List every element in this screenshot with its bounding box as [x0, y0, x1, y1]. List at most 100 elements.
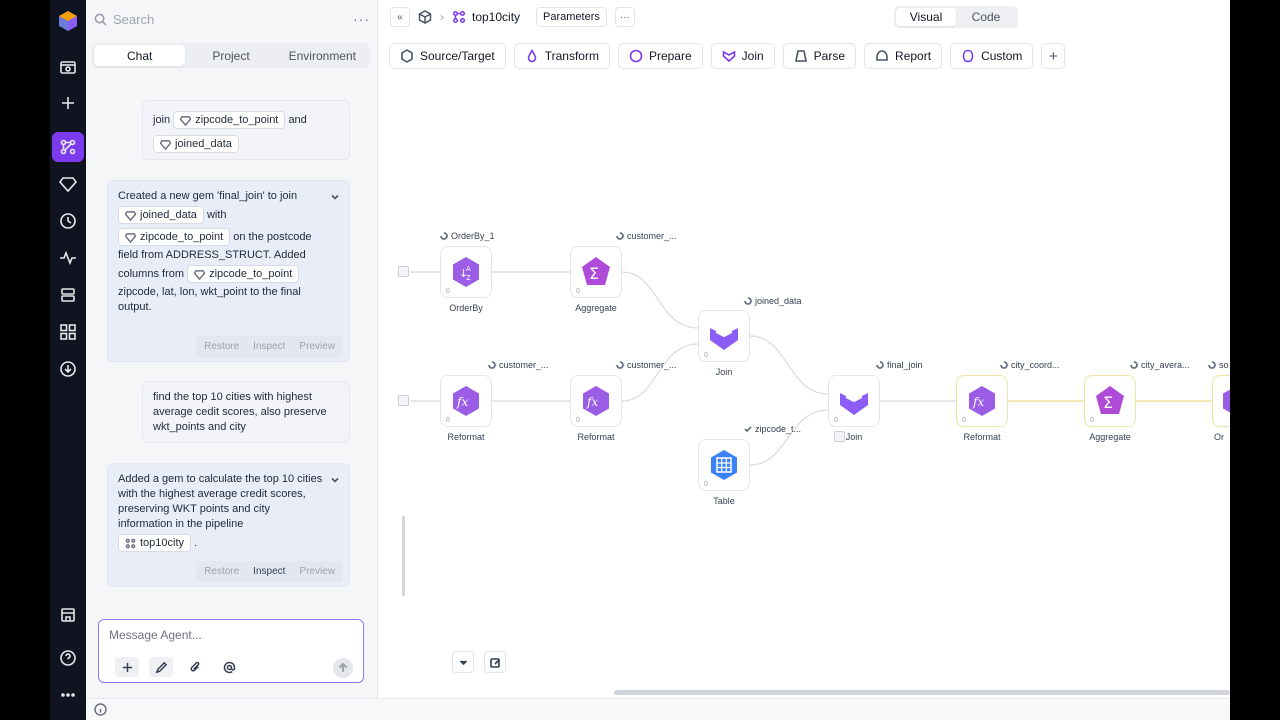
svg-text:Σ: Σ — [1103, 393, 1113, 412]
gem-chip[interactable]: zipcode_to_point — [118, 228, 231, 246]
gem-node-join[interactable]: 0 — [828, 375, 880, 427]
gem-node-orderby[interactable] — [1212, 375, 1230, 427]
database-icon[interactable] — [52, 280, 84, 310]
pipeline-chip[interactable]: top10city — [118, 534, 192, 552]
prepare-button[interactable]: Prepare — [617, 43, 703, 69]
collapse-chevron-icon[interactable] — [329, 191, 341, 203]
tab-code[interactable]: Code — [971, 10, 1001, 24]
help-icon[interactable] — [52, 643, 84, 673]
activity-icon[interactable] — [52, 243, 84, 273]
gem-node-reformat[interactable]: fx 0 — [570, 375, 622, 427]
loading-icon — [1130, 361, 1138, 369]
add-icon[interactable] — [52, 88, 84, 118]
collapse-chevron-icon[interactable] — [329, 474, 341, 486]
add-gem-button[interactable]: + — [1041, 43, 1066, 69]
node-label: Reformat — [447, 432, 485, 442]
gem-chip[interactable]: joined_data — [153, 135, 239, 153]
svg-text:fx: fx — [456, 395, 468, 409]
collapse-panel-button[interactable]: « — [390, 7, 410, 27]
agent-message: Created a new gem 'final_join' to join j… — [107, 180, 350, 362]
node-counter: 0 — [834, 417, 838, 424]
canvas-dropdown-button[interactable] — [452, 651, 474, 673]
mention-icon[interactable] — [217, 657, 241, 677]
pencil-icon[interactable] — [149, 657, 173, 677]
app-window: Search ··· Chat Project Environment join… — [50, 0, 1230, 720]
svg-text:fx: fx — [972, 395, 984, 409]
pipeline-name[interactable]: top10city — [472, 10, 521, 24]
gem-node-reformat[interactable]: fx 0 — [440, 375, 492, 427]
canvas-scrollbar[interactable] — [614, 690, 1230, 695]
custom-button[interactable]: Custom — [950, 43, 1034, 69]
restore-button[interactable]: Restore — [204, 341, 240, 352]
gem-node-aggregate[interactable]: Σ 0 — [570, 246, 622, 298]
more-icon[interactable] — [52, 680, 84, 710]
topbar-more-button[interactable]: ··· — [614, 7, 635, 27]
bell-icon — [794, 50, 807, 62]
gem-icon — [160, 139, 171, 150]
node-counter: 0 — [704, 481, 708, 488]
restore-button[interactable]: Restore — [204, 566, 240, 577]
tab-chat[interactable]: Chat — [94, 45, 186, 66]
message-text: on the — [233, 230, 264, 243]
gem-button-label: Join — [741, 49, 764, 63]
edit-canvas-button[interactable] — [484, 651, 506, 673]
input-port[interactable] — [398, 395, 409, 406]
gem-chip[interactable]: joined_data — [118, 206, 204, 224]
orderby-icon — [1219, 384, 1230, 418]
gem-chip[interactable]: zipcode_to_point — [173, 111, 286, 129]
gem-icon[interactable] — [52, 169, 84, 199]
preview-button[interactable]: Preview — [299, 566, 335, 577]
add-context-button[interactable] — [115, 657, 139, 677]
cube-icon[interactable] — [418, 10, 432, 24]
gem-chip[interactable]: zipcode_to_point — [187, 265, 300, 283]
join-button[interactable]: Join — [710, 43, 775, 69]
report-button[interactable]: Report — [864, 43, 943, 69]
transform-button[interactable]: Transform — [513, 43, 610, 69]
parse-button[interactable]: Parse — [782, 43, 857, 69]
arrow-up-icon — [338, 663, 348, 672]
caret-down-icon — [459, 659, 467, 665]
gem-node-reformat[interactable]: fx 0 — [956, 375, 1008, 427]
inspect-button[interactable]: Inspect — [253, 566, 286, 577]
input-port[interactable] — [834, 431, 845, 442]
grid-icon[interactable] — [52, 317, 84, 347]
tab-visual[interactable]: Visual — [896, 8, 956, 26]
message-text: and — [288, 113, 307, 126]
join-icon — [707, 319, 741, 353]
node-counter: 0 — [446, 288, 450, 295]
clock-icon[interactable] — [52, 206, 84, 236]
send-button[interactable] — [333, 658, 353, 678]
store-icon[interactable] — [52, 600, 84, 630]
chat-scrollbar[interactable] — [402, 516, 405, 596]
download-icon[interactable] — [52, 354, 84, 384]
attach-icon[interactable] — [183, 657, 207, 677]
svg-text:↓: ↓ — [459, 267, 468, 280]
folder-icon[interactable] — [52, 52, 84, 82]
gem-chip-label: joined_data — [175, 138, 232, 150]
svg-text:fx: fx — [586, 395, 598, 409]
join-icon — [722, 50, 735, 63]
gem-node-aggregate[interactable]: Σ 0 — [1084, 375, 1136, 427]
hexagon-icon — [401, 49, 413, 63]
gem-node-table[interactable]: 0 — [698, 439, 750, 491]
message-input[interactable] — [109, 626, 349, 644]
source-target-button[interactable]: Source/Target — [389, 43, 506, 69]
pipeline-icon[interactable] — [52, 132, 84, 162]
input-port[interactable] — [398, 266, 409, 277]
search-more-button[interactable]: ··· — [353, 11, 370, 27]
gem-button-label: Prepare — [648, 49, 692, 63]
preview-button[interactable]: Preview — [299, 341, 335, 352]
gem-node-join[interactable]: 0 — [698, 310, 750, 362]
info-icon[interactable] — [94, 703, 107, 716]
node-label: OrderBy — [449, 303, 483, 313]
tab-environment[interactable]: Environment — [288, 48, 356, 63]
parameters-button[interactable]: Parameters — [536, 7, 607, 27]
search-bar[interactable]: Search ··· — [94, 8, 370, 30]
tab-project[interactable]: Project — [212, 48, 250, 63]
inspect-button[interactable]: Inspect — [253, 341, 286, 352]
node-label: Reformat — [577, 432, 615, 442]
gem-chip-label: zipcode_to_point — [209, 268, 293, 280]
node-label: Reformat — [963, 432, 1001, 442]
